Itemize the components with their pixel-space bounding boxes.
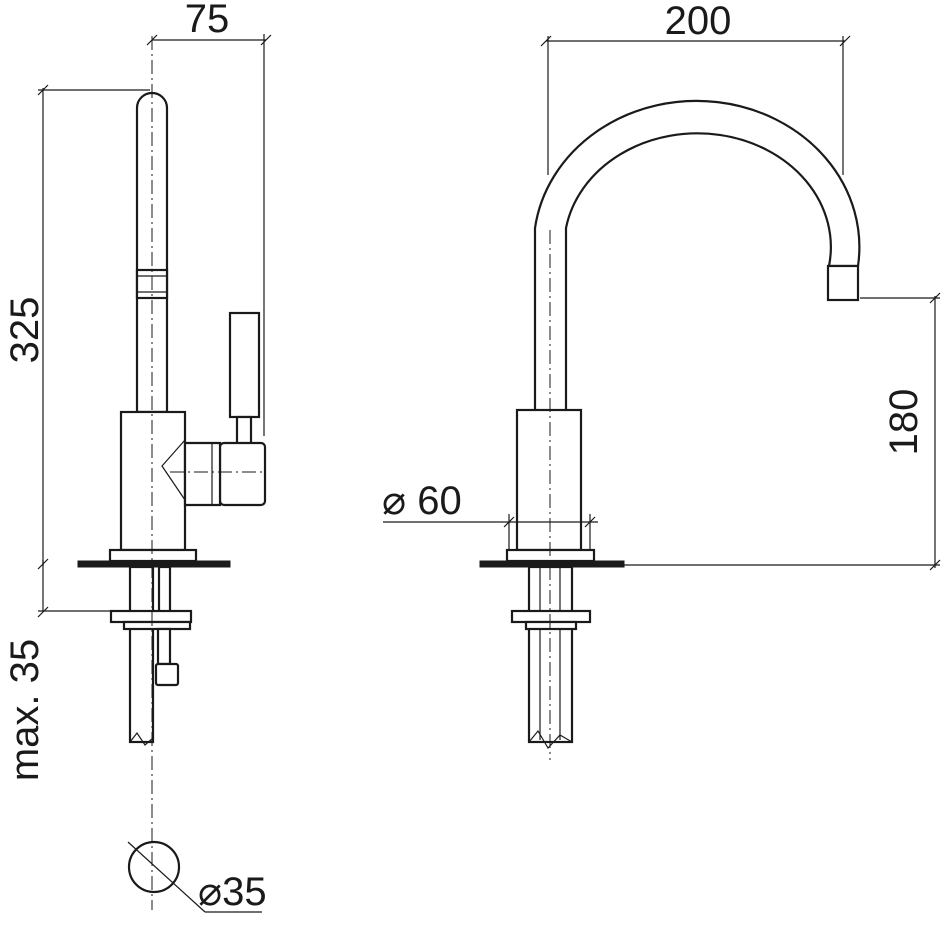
dimension-base-diameter-label: ⌀ 60 xyxy=(382,479,462,523)
dimension-height: 325 xyxy=(3,84,150,570)
side-body-junction xyxy=(161,439,186,501)
dimension-spout-height: 180 xyxy=(596,292,941,571)
side-handle-stem xyxy=(235,415,253,446)
side-base-flange xyxy=(108,548,198,563)
dimension-reach-label: 200 xyxy=(665,0,732,43)
dimension-spout-height-label: 180 xyxy=(882,389,926,456)
side-mounting-rod xyxy=(128,565,155,744)
dimension-below-deck-label: max. 35 xyxy=(3,639,47,781)
dimension-depth-label: 75 xyxy=(185,0,230,41)
side-view: 75 325 max. 35 xyxy=(3,0,272,914)
front-spout-outlet xyxy=(826,264,860,302)
dimension-depth: 75 xyxy=(146,0,272,436)
side-handle-cartridge xyxy=(218,441,267,507)
dimension-base-diameter: ⌀ 60 xyxy=(382,479,598,552)
side-handle-lever xyxy=(228,311,261,419)
dimension-height-label: 325 xyxy=(3,297,47,364)
mounting-hole-label: ⌀35 xyxy=(198,870,267,914)
front-spout xyxy=(533,99,861,414)
side-fixing-nut xyxy=(109,609,193,624)
front-fixing-nut xyxy=(510,609,592,624)
dimension-reach: 200 xyxy=(540,0,851,175)
front-body xyxy=(515,408,583,552)
front-view: 200 180 ⌀ 60 xyxy=(382,0,941,760)
side-valve xyxy=(156,627,172,666)
mounting-hole: ⌀35 xyxy=(127,840,267,914)
side-body xyxy=(119,410,187,552)
dimension-below-deck: max. 35 xyxy=(3,560,118,781)
